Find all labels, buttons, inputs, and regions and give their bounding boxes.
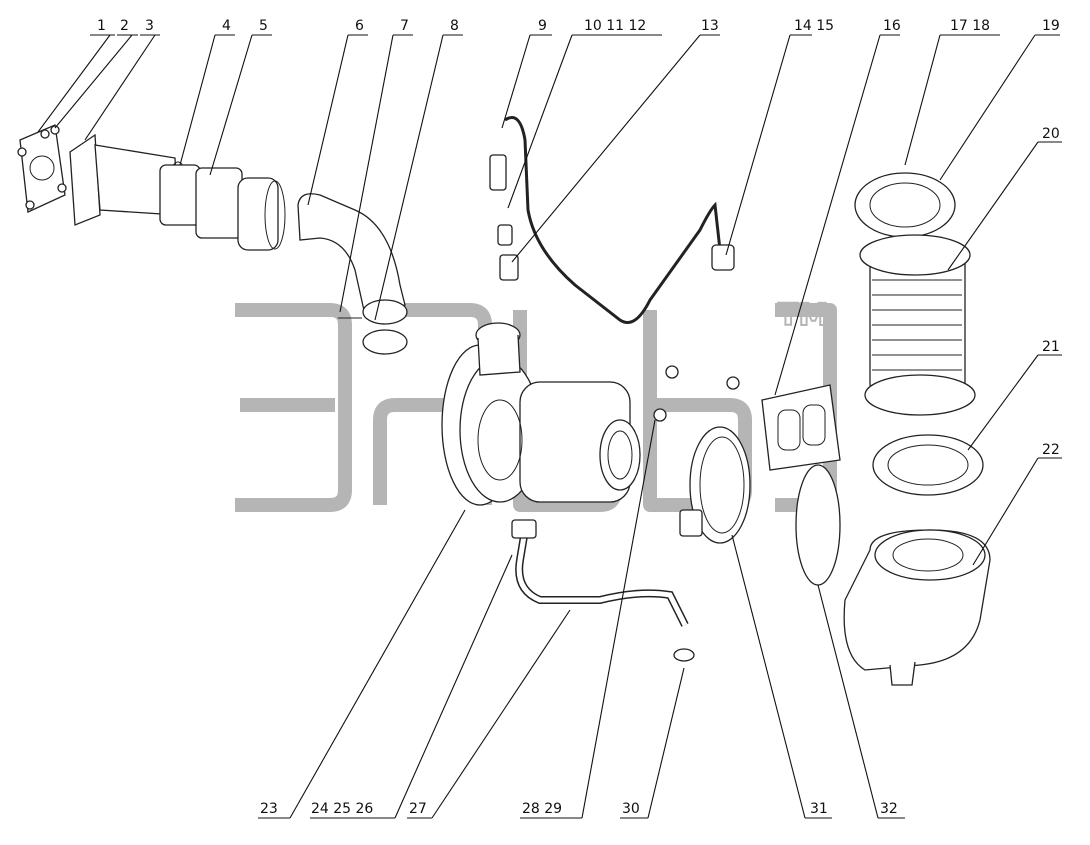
callout-21: 21 — [1042, 339, 1060, 355]
pipe-clamp-sleeve — [159, 164, 286, 251]
oil-drain-hose — [511, 519, 695, 662]
callout-9: 9 — [538, 18, 547, 34]
callout-24-26: 24 25 26 — [311, 801, 373, 817]
callout-23: 23 — [260, 801, 278, 817]
oil-feed-pipe — [489, 116, 735, 324]
callout-16: 16 — [883, 18, 901, 34]
callout-8: 8 — [450, 18, 459, 34]
v-band-clamp — [679, 426, 751, 544]
callout-10-12: 10 11 12 — [584, 18, 646, 34]
exhaust-bellows — [854, 172, 984, 496]
turbocharger — [441, 322, 641, 506]
callout-2: 2 — [120, 18, 129, 34]
callout-31: 31 — [810, 801, 828, 817]
callout-13: 13 — [701, 18, 719, 34]
callout-3: 3 — [145, 18, 154, 34]
callout-4: 4 — [222, 18, 231, 34]
callout-7: 7 — [400, 18, 409, 34]
exhaust-outlet-elbow — [843, 529, 991, 686]
callout-30: 30 — [622, 801, 640, 817]
callout-14-15: 14 15 — [794, 18, 834, 34]
callout-27: 27 — [409, 801, 427, 817]
elbow-hose — [297, 193, 408, 355]
gasket-seal — [761, 384, 841, 586]
callout-1: 1 — [97, 18, 106, 34]
callout-22: 22 — [1042, 442, 1060, 458]
flange-plate — [17, 124, 67, 213]
callout-32: 32 — [880, 801, 898, 817]
callout-labels: 1 2 3 4 5 6 7 8 9 10 11 12 13 14 15 16 1… — [97, 18, 1060, 817]
exhaust-pipe-flange — [69, 133, 189, 226]
callout-17-18: 17 18 — [950, 18, 990, 34]
small-fasteners — [653, 365, 740, 422]
callout-6: 6 — [355, 18, 364, 34]
callout-20: 20 — [1042, 126, 1060, 142]
trademark-symbol: TM — [778, 298, 828, 333]
callout-28-29: 28 29 — [522, 801, 562, 817]
leader-lines — [37, 34, 1062, 819]
callout-5: 5 — [259, 18, 268, 34]
callout-19: 19 — [1042, 18, 1060, 34]
